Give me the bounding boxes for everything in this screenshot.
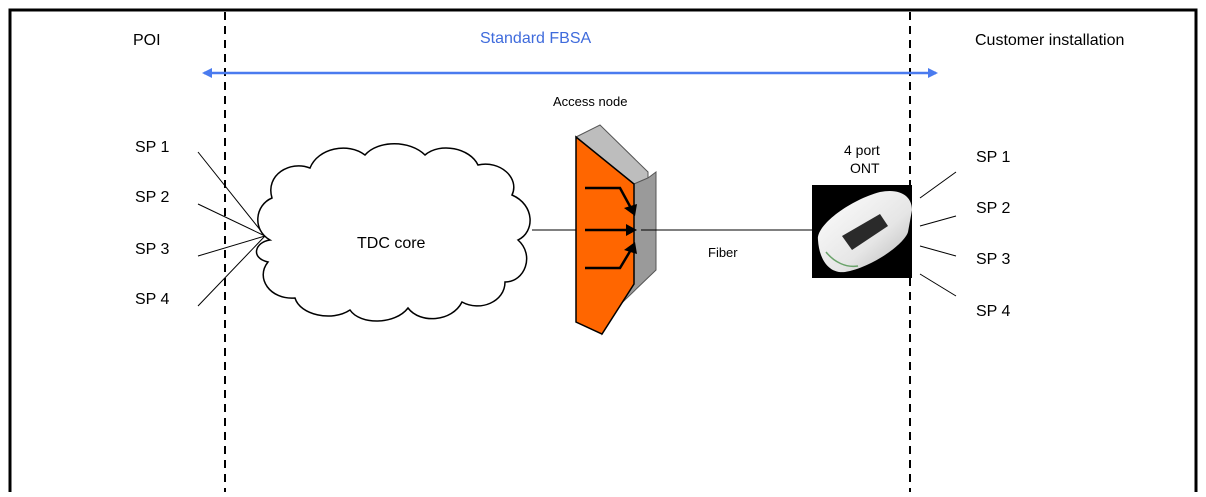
fiber-label: Fiber — [708, 245, 738, 260]
ont-label-line1: 4 port — [844, 142, 880, 158]
upper-arrowhead — [624, 204, 637, 216]
sp3-connector-line — [919, 245, 957, 257]
tdc-core-cloud — [255, 143, 531, 322]
ont-display-panel — [842, 214, 888, 250]
ont-label-line2: ONT — [850, 160, 880, 176]
ont-front-edge — [825, 251, 859, 268]
sp3-connector-line — [197, 235, 266, 257]
customer-installation-label: Customer installation — [975, 32, 1124, 49]
sp1-connector-line — [197, 151, 266, 237]
access-node-label: Access node — [553, 94, 627, 109]
left-sp-label: SP 2 — [135, 189, 170, 206]
left-sp-label: SP 1 — [135, 139, 170, 156]
left-sp-connectors — [197, 151, 266, 307]
poi-label: POI — [133, 32, 161, 49]
frame-border — [8, 8, 1198, 492]
right-sp-label: SP 3 — [976, 251, 1011, 268]
sp1-connector-line — [919, 171, 957, 199]
lower-arrowhead — [624, 242, 637, 254]
sp2-connector-line — [197, 203, 266, 237]
right-sp-connectors — [919, 171, 957, 297]
left-sp-label: SP 3 — [135, 241, 170, 258]
middle-arrowhead — [626, 224, 637, 236]
access-node-arrowheads — [624, 204, 637, 254]
access-node-device — [575, 124, 657, 336]
right-sp-label: SP 2 — [976, 200, 1011, 217]
access-node-arrows — [585, 186, 634, 270]
sp4-connector-line — [197, 235, 266, 307]
upper-switch-arrow — [585, 186, 634, 211]
standard-fbsa-label: Standard FBSA — [480, 30, 592, 47]
tdc-core-label: TDC core — [357, 235, 426, 252]
lower-switch-arrow — [585, 247, 634, 270]
sp2-connector-line — [919, 215, 957, 227]
sp4-connector-line — [919, 273, 957, 297]
right-sp-label: SP 1 — [976, 149, 1011, 166]
right-sp-label: SP 4 — [976, 303, 1011, 320]
left-sp-label: SP 4 — [135, 291, 170, 308]
access-node-face — [575, 135, 635, 335]
ont-device — [812, 185, 912, 278]
